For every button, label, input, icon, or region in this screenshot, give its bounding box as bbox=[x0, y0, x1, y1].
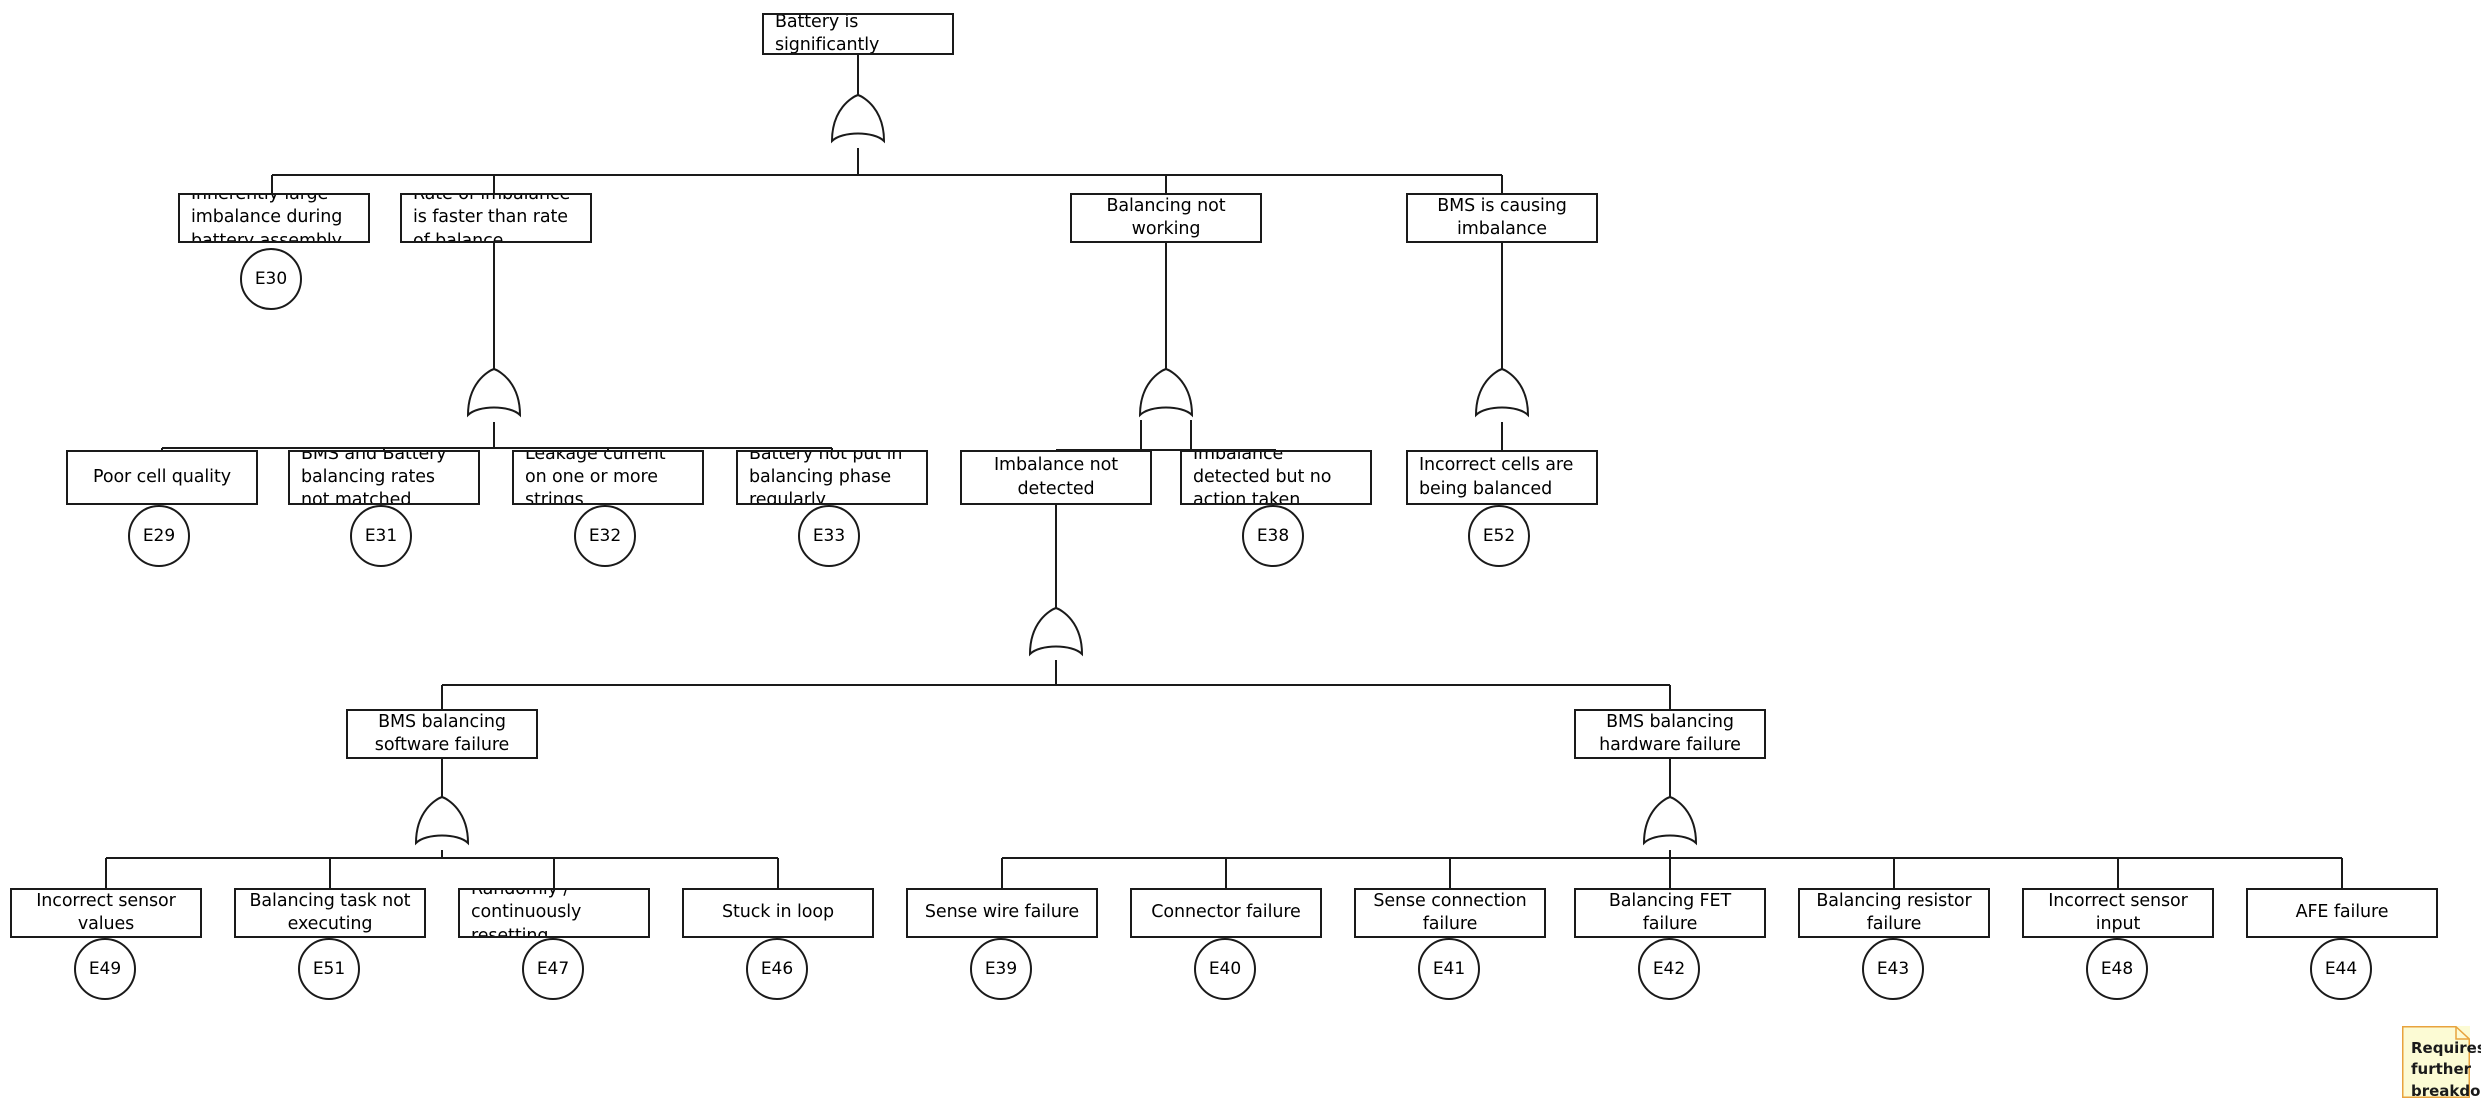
node-randomly-resetting[interactable]: Randomly / continuously resetting bbox=[458, 888, 650, 938]
node-sense-wire-failure[interactable]: Sense wire failure bbox=[906, 888, 1098, 938]
node-bms-hardware-failure[interactable]: BMS balancing hardware failure bbox=[1574, 709, 1766, 759]
basic-event-e29[interactable]: E29 bbox=[128, 505, 190, 567]
node-label: BMS balancing software failure bbox=[374, 711, 510, 755]
node-balancing-fet-failure[interactable]: Balancing FET failure bbox=[1574, 888, 1766, 938]
basic-event-e47[interactable]: E47 bbox=[522, 938, 584, 1000]
or-gate-balancing-not-working bbox=[1138, 367, 1194, 418]
basic-event-e49[interactable]: E49 bbox=[74, 938, 136, 1000]
basic-event-e41[interactable]: E41 bbox=[1418, 938, 1480, 1000]
node-label: Connector failure bbox=[1151, 902, 1301, 923]
basic-event-e30[interactable]: E30 bbox=[240, 248, 302, 310]
event-id: E30 bbox=[254, 269, 288, 289]
node-label: Imbalance detected but no action taken bbox=[1193, 450, 1332, 505]
node-label: Inherently large imbalance during batter… bbox=[191, 193, 343, 243]
basic-event-e43[interactable]: E43 bbox=[1862, 938, 1924, 1000]
node-label: BMS balancing hardware failure bbox=[1599, 711, 1741, 755]
node-connector-failure[interactable]: Connector failure bbox=[1130, 888, 1322, 938]
event-id: E51 bbox=[312, 959, 346, 979]
event-id: E49 bbox=[88, 959, 122, 979]
node-inherent-imbalance[interactable]: Inherently large imbalance during batter… bbox=[178, 193, 370, 243]
node-label: Imbalance not detected bbox=[993, 455, 1119, 499]
or-gate-rate-of-imbalance bbox=[466, 367, 522, 418]
node-label: Poor cell quality bbox=[93, 466, 231, 487]
event-id: E52 bbox=[1482, 526, 1516, 546]
basic-event-e46[interactable]: E46 bbox=[746, 938, 808, 1000]
node-poor-cell-quality[interactable]: Poor cell quality bbox=[66, 450, 258, 505]
event-id: E32 bbox=[588, 526, 622, 546]
basic-event-e48[interactable]: E48 bbox=[2086, 938, 2148, 1000]
node-label: Rate of imbalance is faster than rate of… bbox=[413, 193, 571, 243]
node-label: BMS and Battery balancing rates not matc… bbox=[301, 450, 447, 505]
or-gate-hardware-failure bbox=[1642, 795, 1698, 846]
node-leakage-current[interactable]: Leakage current on one or more strings bbox=[512, 450, 704, 505]
node-label: Leakage current on one or more strings bbox=[525, 450, 666, 505]
basic-event-e52[interactable]: E52 bbox=[1468, 505, 1530, 567]
node-label: Balancing not working bbox=[1106, 195, 1226, 239]
or-gate-imbalance-not-detected bbox=[1028, 606, 1084, 657]
basic-event-e38[interactable]: E38 bbox=[1242, 505, 1304, 567]
event-id: E38 bbox=[1256, 526, 1290, 546]
node-label: G004 is violated: Battery is significant… bbox=[775, 13, 880, 55]
basic-event-e39[interactable]: E39 bbox=[970, 938, 1032, 1000]
or-gate-top bbox=[830, 93, 886, 144]
node-label: Balancing task not executing bbox=[249, 890, 411, 934]
basic-event-e44[interactable]: E44 bbox=[2310, 938, 2372, 1000]
node-label: BMS is causing imbalance bbox=[1437, 195, 1567, 239]
node-no-action-taken[interactable]: Imbalance detected but no action taken bbox=[1180, 450, 1372, 505]
basic-event-e51[interactable]: E51 bbox=[298, 938, 360, 1000]
event-id: E29 bbox=[142, 526, 176, 546]
node-label: Incorrect sensor values bbox=[36, 890, 176, 934]
node-label: Balancing resistor failure bbox=[1816, 890, 1972, 934]
event-id: E33 bbox=[812, 526, 846, 546]
basic-event-e40[interactable]: E40 bbox=[1194, 938, 1256, 1000]
node-balancing-not-working[interactable]: Balancing not working bbox=[1070, 193, 1262, 243]
node-label: Randomly / continuously resetting bbox=[471, 888, 582, 938]
basic-event-e32[interactable]: E32 bbox=[574, 505, 636, 567]
node-not-in-balancing-phase[interactable]: Battery not put in balancing phase regul… bbox=[736, 450, 928, 505]
event-id: E39 bbox=[984, 959, 1018, 979]
event-id: E40 bbox=[1208, 959, 1242, 979]
node-label: Sense wire failure bbox=[924, 902, 1080, 923]
basic-event-e33[interactable]: E33 bbox=[798, 505, 860, 567]
node-sense-connection-failure[interactable]: Sense connection failure bbox=[1354, 888, 1546, 938]
sticky-note-text: Requires further breakdown bbox=[2411, 1039, 2481, 1100]
node-incorrect-sensor-input[interactable]: Incorrect sensor input bbox=[2022, 888, 2214, 938]
node-incorrect-cells-balanced[interactable]: Incorrect cells are being balanced bbox=[1406, 450, 1598, 505]
node-rate-of-imbalance[interactable]: Rate of imbalance is faster than rate of… bbox=[400, 193, 592, 243]
node-label: Incorrect cells are being balanced bbox=[1419, 455, 1574, 499]
event-id: E48 bbox=[2100, 959, 2134, 979]
node-label: Sense connection failure bbox=[1373, 890, 1527, 934]
node-balancing-rates-not-matched[interactable]: BMS and Battery balancing rates not matc… bbox=[288, 450, 480, 505]
node-afe-failure[interactable]: AFE failure bbox=[2246, 888, 2438, 938]
node-incorrect-sensor-values[interactable]: Incorrect sensor values bbox=[10, 888, 202, 938]
or-gate-bms-causing-imbalance bbox=[1474, 367, 1530, 418]
node-top-event[interactable]: G004 is violated: Battery is significant… bbox=[762, 13, 954, 55]
node-label: AFE failure bbox=[2295, 902, 2389, 923]
sticky-note-requires-further-breakdown[interactable]: Requires further breakdown bbox=[2402, 1026, 2481, 1100]
sticky-note-shape bbox=[2402, 1026, 2470, 1098]
node-bms-causing-imbalance[interactable]: BMS is causing imbalance bbox=[1406, 193, 1598, 243]
event-id: E43 bbox=[1876, 959, 1910, 979]
event-id: E46 bbox=[760, 959, 794, 979]
node-label: Battery not put in balancing phase regul… bbox=[749, 450, 903, 505]
event-id: E44 bbox=[2324, 959, 2358, 979]
node-balancing-resistor-failure[interactable]: Balancing resistor failure bbox=[1798, 888, 1990, 938]
node-label: Balancing FET failure bbox=[1608, 890, 1732, 934]
node-task-not-executing[interactable]: Balancing task not executing bbox=[234, 888, 426, 938]
node-stuck-in-loop[interactable]: Stuck in loop bbox=[682, 888, 874, 938]
event-id: E42 bbox=[1652, 959, 1686, 979]
node-label: Incorrect sensor input bbox=[2048, 890, 2188, 934]
or-gate-software-failure bbox=[414, 795, 470, 846]
node-imbalance-not-detected[interactable]: Imbalance not detected bbox=[960, 450, 1152, 505]
node-bms-software-failure[interactable]: BMS balancing software failure bbox=[346, 709, 538, 759]
event-id: E31 bbox=[364, 526, 398, 546]
node-label: Stuck in loop bbox=[722, 902, 834, 923]
event-id: E41 bbox=[1432, 959, 1466, 979]
basic-event-e31[interactable]: E31 bbox=[350, 505, 412, 567]
event-id: E47 bbox=[536, 959, 570, 979]
basic-event-e42[interactable]: E42 bbox=[1638, 938, 1700, 1000]
